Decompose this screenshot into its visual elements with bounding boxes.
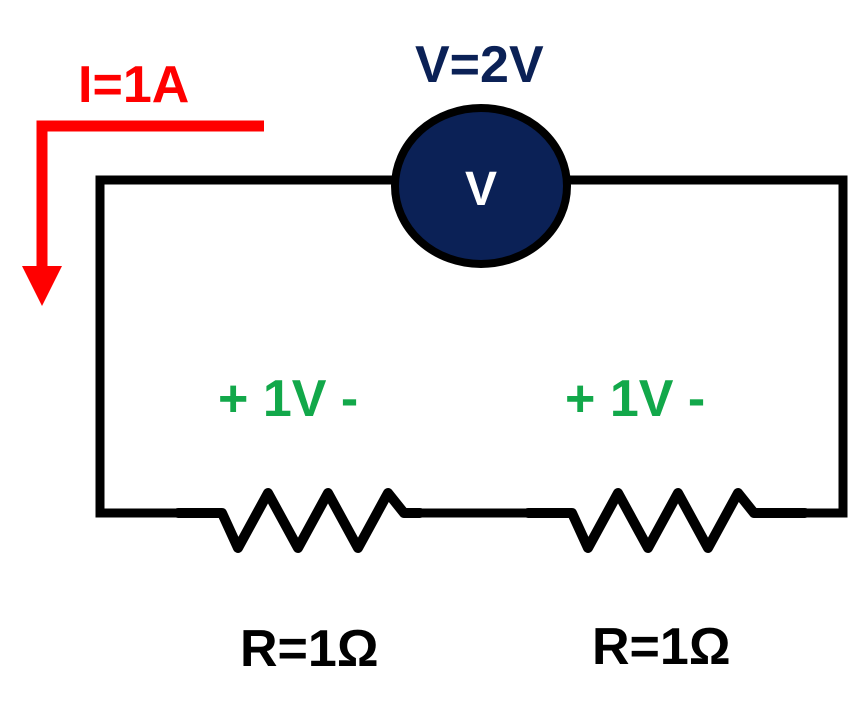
top-left-wire (95, 175, 400, 518)
voltmeter-symbol: V (391, 104, 571, 268)
current-arrow-icon (22, 120, 264, 306)
top-right-wire (563, 175, 848, 518)
circuit-wires (95, 175, 848, 518)
resistor-1-value-label: R=1Ω (240, 620, 379, 678)
current-label: I=1A (78, 56, 189, 114)
resistor-1-zigzag (173, 488, 425, 553)
resistor-2-drop-label: + 1V - (565, 370, 705, 428)
source-voltage-label: V=2V (415, 36, 544, 94)
voltmeter-symbol-letter: V (465, 163, 497, 216)
resistor-2-zigzag (523, 488, 810, 553)
resistor-1-drop-label: + 1V - (218, 370, 358, 428)
resistor-2-value-label: R=1Ω (592, 618, 731, 676)
voltmeter-circle (391, 104, 571, 268)
